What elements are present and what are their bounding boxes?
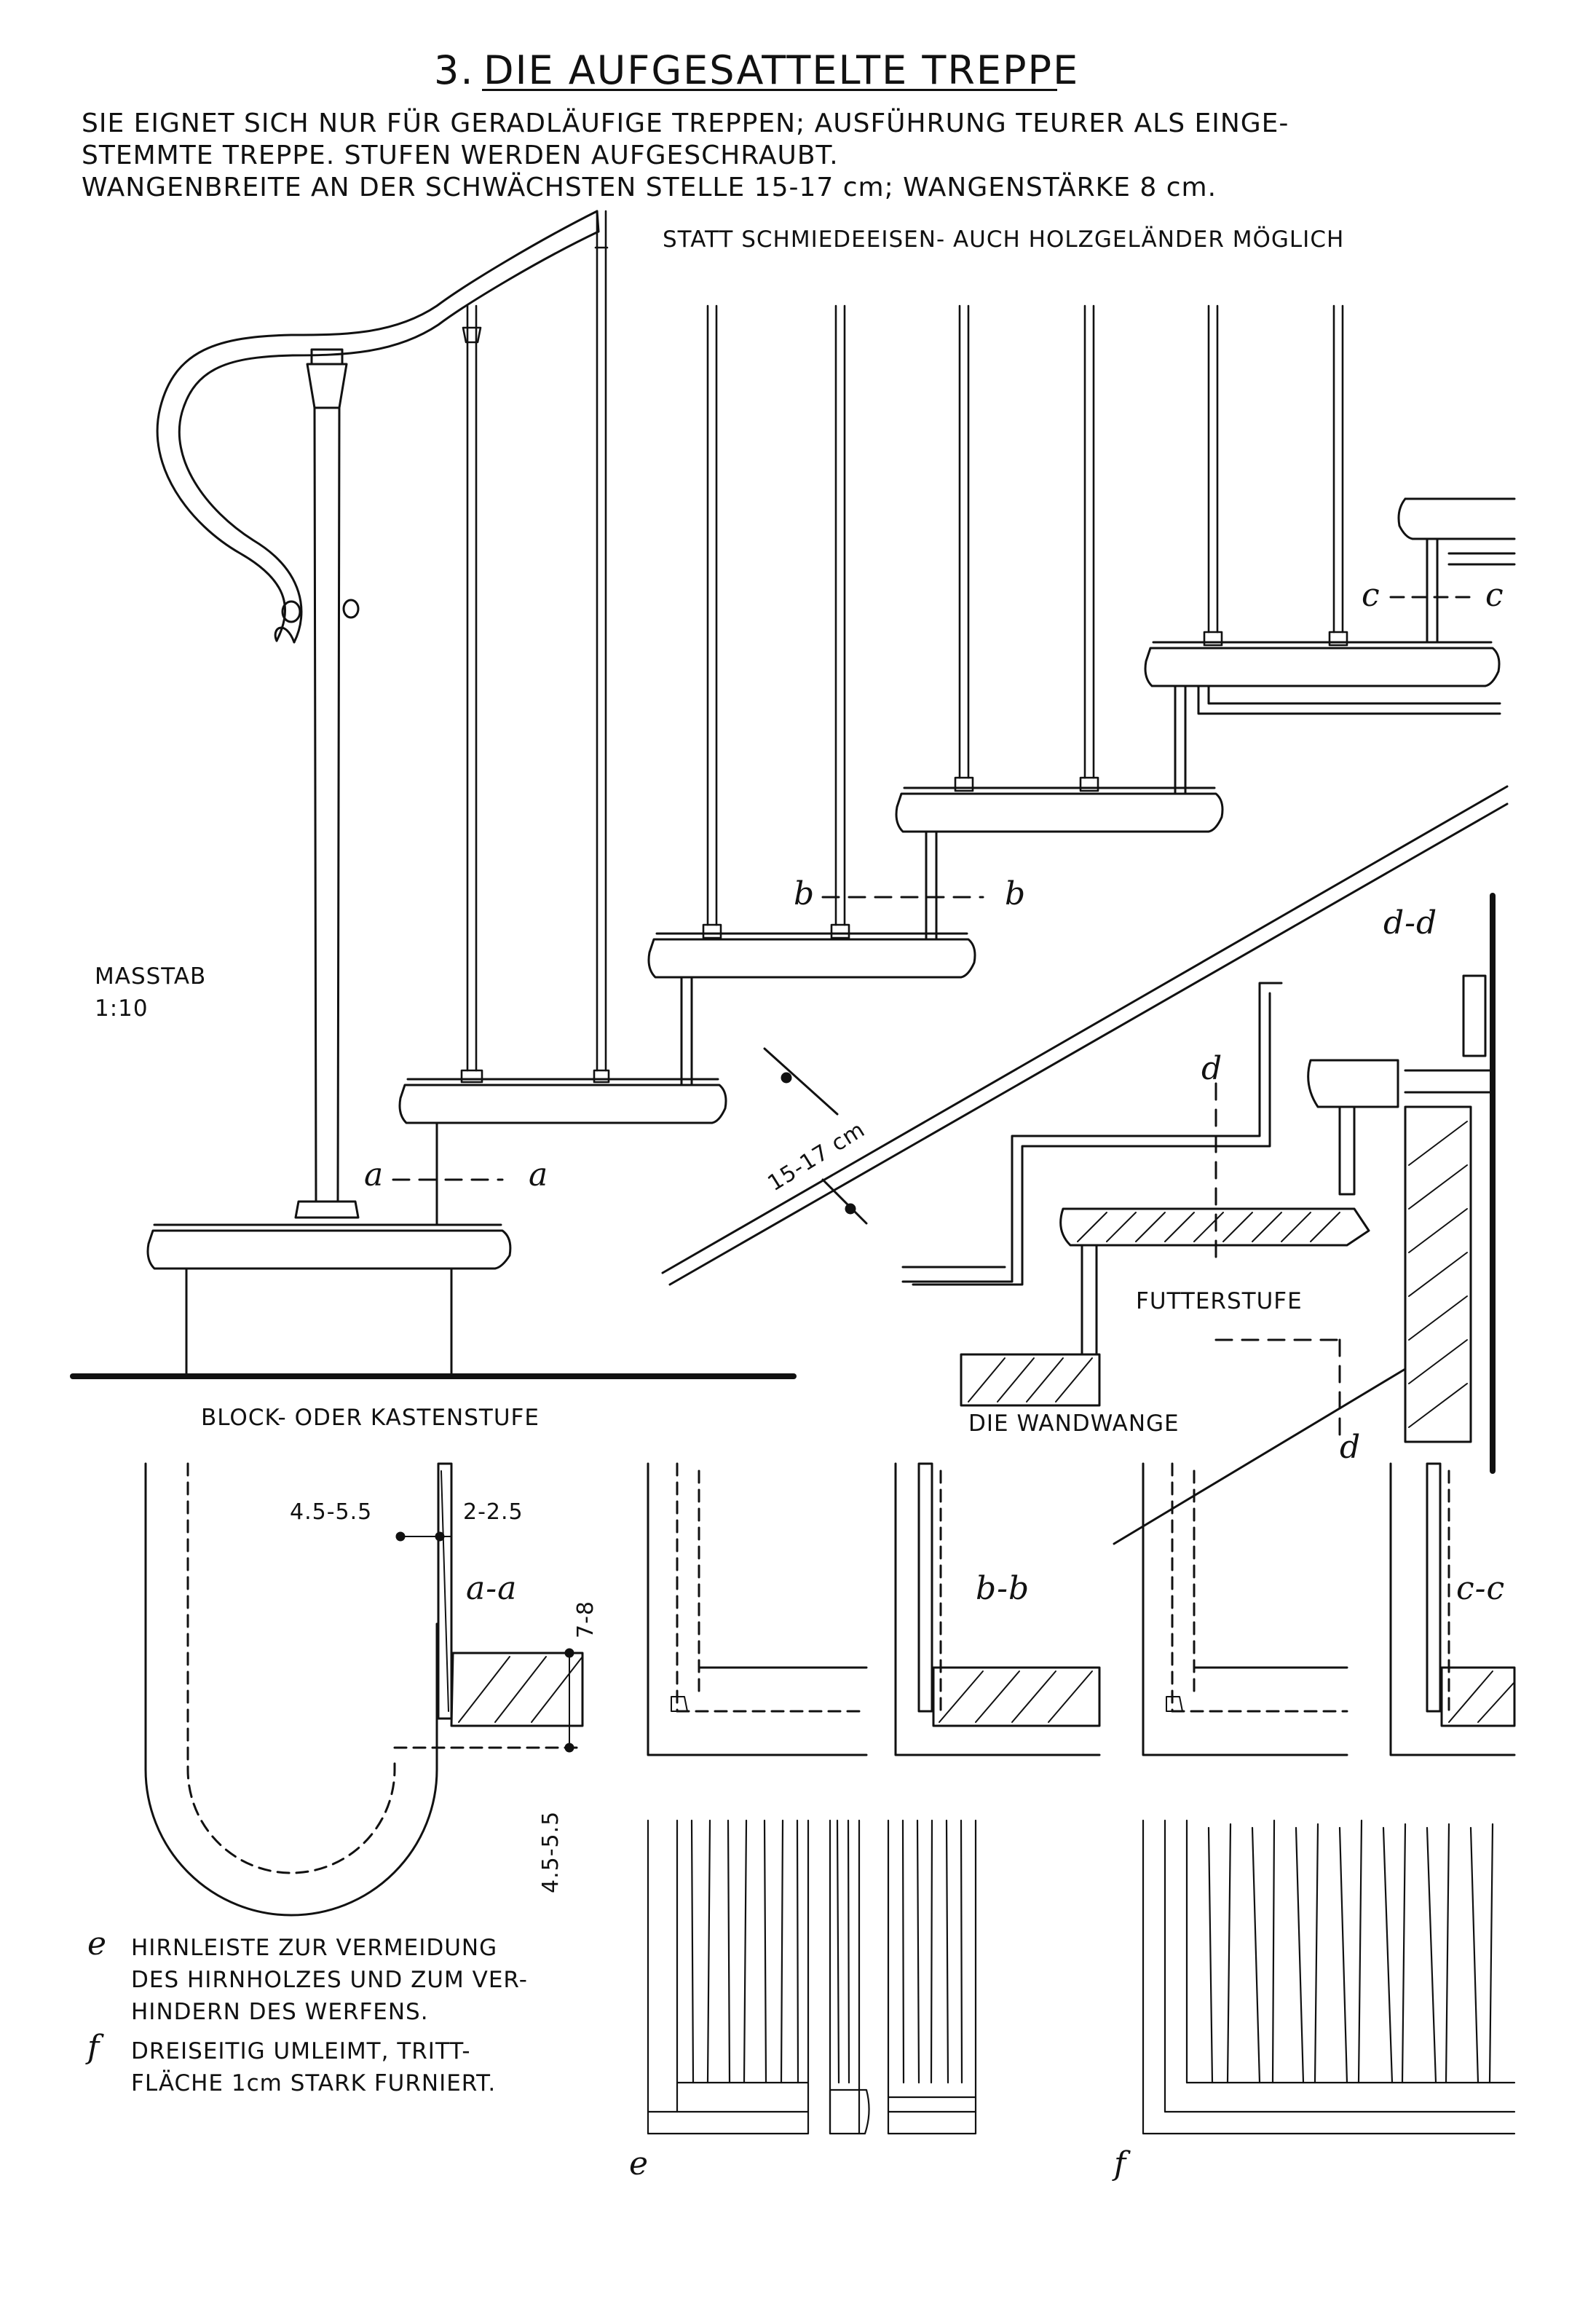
section-dd-label: d-d bbox=[1383, 904, 1438, 942]
intro-line-3: WANGENBREITE AN DER SCHWÄCHSTEN STELLE 1… bbox=[82, 173, 1217, 202]
intro-line-1: SIE EIGNET SICH NUR FÜR GERADLÄUFIGE TRE… bbox=[82, 109, 1289, 138]
cut-c-left: c bbox=[1362, 577, 1380, 614]
section-dd bbox=[903, 896, 1493, 1544]
legend-e-line-3: HINDERN DES WERFENS. bbox=[131, 1999, 429, 2025]
section-cc-label: c-c bbox=[1456, 1570, 1506, 1607]
cut-b-left: b bbox=[794, 875, 815, 912]
dim-aa-left: 4.5-5.5 bbox=[290, 1499, 373, 1525]
scale-value: 1:10 bbox=[95, 995, 149, 1022]
riser-label: FUTTERSTUFE bbox=[1136, 1288, 1303, 1314]
legend-e-letter: e bbox=[87, 1925, 108, 1962]
stringer-diagonal bbox=[663, 786, 1507, 1285]
railing-note: STATT SCHMIEDEEISEN- AUCH HOLZGELÄNDER M… bbox=[663, 226, 1345, 253]
section-aa bbox=[146, 1464, 582, 1915]
section-bb-cc bbox=[648, 1464, 1514, 1755]
detail-f-label: f bbox=[1114, 2145, 1127, 2182]
cut-a-left: a bbox=[364, 1156, 384, 1194]
cut-d-bottom: d bbox=[1340, 1429, 1362, 1466]
legend-e-line-1: HIRNLEISTE ZUR VERMEIDUNG bbox=[131, 1935, 498, 1961]
detail-e-label: e bbox=[629, 2145, 649, 2182]
cut-b-right: b bbox=[1005, 875, 1027, 912]
cut-a-right: a bbox=[529, 1156, 549, 1194]
detail-e-f bbox=[648, 1820, 1514, 2134]
title-underline bbox=[482, 89, 1057, 91]
dim-aa-top: 2-2.5 bbox=[463, 1499, 524, 1525]
section-marks bbox=[393, 597, 1478, 1442]
stair-steps bbox=[73, 499, 1514, 1376]
section-bb-label: b-b bbox=[976, 1570, 1030, 1607]
block-step-label: BLOCK- ODER KASTENSTUFE bbox=[201, 1405, 540, 1431]
dim-aa-height: 7-8 bbox=[573, 1601, 598, 1638]
legend-f-line-2: FLÄCHE 1cm STARK FURNIERT. bbox=[131, 2070, 497, 2096]
section-aa-label: a-a bbox=[466, 1570, 518, 1607]
handrail-newel bbox=[148, 211, 598, 1376]
legend-f-line-1: DREISEITIG UMLEIMT, TRITT- bbox=[131, 2038, 471, 2064]
cut-c-right: c bbox=[1485, 577, 1504, 614]
scale-label: MASSTAB bbox=[95, 963, 207, 990]
legend-e-line-2: DES HIRNHOLZES UND ZUM VER- bbox=[131, 1967, 528, 1993]
legend-f-letter: f bbox=[87, 2029, 100, 2066]
page-title: DIE AUFGESATTELTE TREPPE bbox=[483, 47, 1080, 93]
cut-d-top: d bbox=[1201, 1050, 1223, 1087]
wall-stringer-label: DIE WANDWANGE bbox=[968, 1411, 1180, 1437]
balusters bbox=[462, 211, 1347, 1082]
title-number: 3. bbox=[434, 47, 475, 93]
intro-line-2: STEMMTE TREPPE. STUFEN WERDEN AUFGESCHRA… bbox=[82, 141, 839, 170]
dim-aa-bottom: 4.5-5.5 bbox=[538, 1810, 564, 1893]
